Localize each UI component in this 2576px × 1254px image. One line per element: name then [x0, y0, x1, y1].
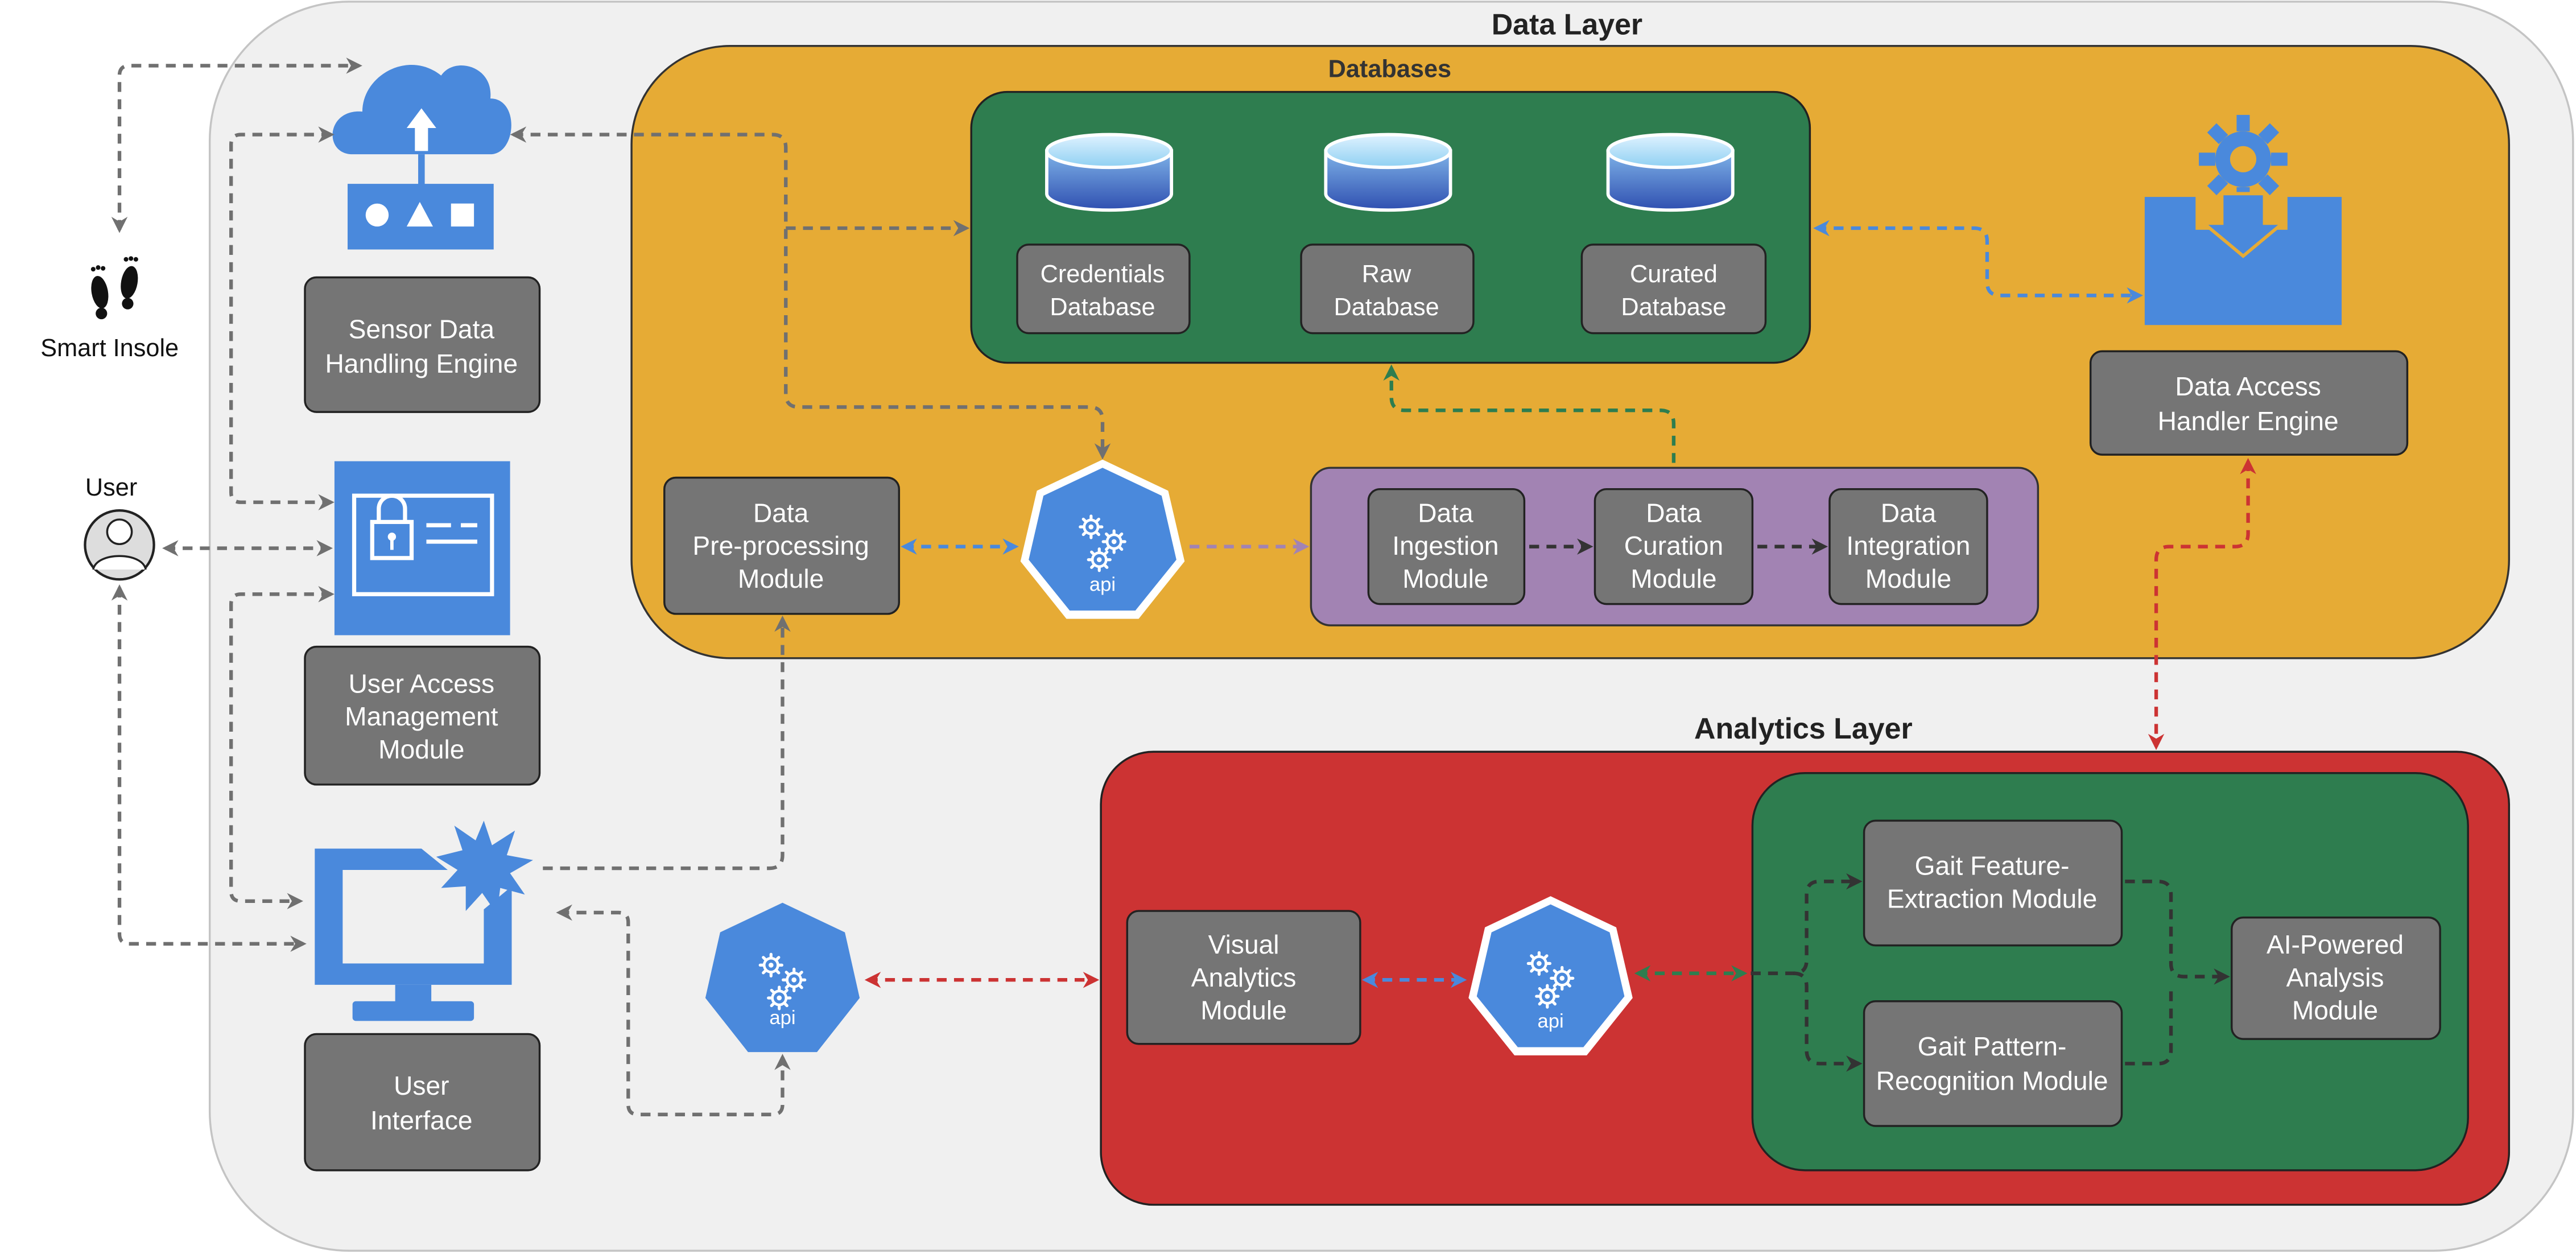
svg-text:api: api [769, 1007, 795, 1029]
sensor-data-handling-engine[interactable]: Sensor Data Handling Engine [304, 276, 541, 413]
database-cylinder-icon [1045, 133, 1174, 212]
svg-text:Data: Data [1418, 498, 1473, 527]
svg-text:Handler Engine: Handler Engine [2158, 406, 2339, 436]
svg-text:Curation: Curation [1624, 531, 1723, 560]
user-interface-module[interactable]: User Interface [304, 1033, 541, 1172]
analytics-layer-title: Analytics Layer [1694, 712, 1913, 745]
user-access-management-module[interactable]: User Access Management Module [304, 645, 541, 786]
connector-feature-ai [2125, 879, 2230, 985]
connector-split-pattern [1793, 971, 1863, 1072]
svg-text:Curated: Curated [1630, 261, 1718, 288]
sensor-device-icon [348, 184, 494, 250]
databases-title: Databases [1328, 56, 1451, 83]
smart-insole-label: Smart Insole [40, 335, 179, 362]
data-curation-module[interactable]: Data Curation Module [1594, 488, 1754, 605]
svg-text:User Access: User Access [349, 669, 494, 698]
svg-text:Data: Data [1881, 498, 1937, 527]
footprints-icon [90, 256, 138, 320]
connector-user-ui [111, 584, 307, 952]
svg-text:Visual: Visual [1208, 930, 1279, 959]
credentials-database[interactable]: Credentials Database [1016, 244, 1191, 335]
ai-powered-analysis-module[interactable]: AI-Powered Analysis Module [2231, 916, 2441, 1040]
svg-text:Module: Module [378, 735, 464, 764]
svg-text:User: User [394, 1071, 449, 1100]
curated-database[interactable]: Curated Database [1580, 244, 1767, 335]
svg-text:Data: Data [753, 498, 809, 527]
data-access-handler-engine[interactable]: Data Access Handler Engine [2089, 350, 2409, 456]
connector-split-feature [1751, 873, 1863, 975]
gait-feature-extraction-module[interactable]: Gait Feature- Extraction Module [1863, 819, 2123, 947]
connector-ui-preprocessing [543, 615, 791, 871]
svg-text:Module: Module [1630, 564, 1716, 593]
svg-text:Module: Module [1402, 564, 1488, 593]
svg-text:Module: Module [738, 564, 824, 593]
svg-text:Interface: Interface [370, 1106, 473, 1135]
svg-text:Raw: Raw [1362, 261, 1411, 288]
svg-text:Gait Feature-: Gait Feature- [1915, 851, 2070, 881]
gait-pattern-recognition-module[interactable]: Gait Pattern- Recognition Module [1863, 1000, 2123, 1127]
monitor-icon [315, 848, 512, 1021]
burst-star-icon [436, 820, 533, 914]
database-cylinder-icon [1324, 133, 1452, 212]
svg-text:Recognition Module: Recognition Module [1876, 1066, 2108, 1096]
svg-text:api: api [1537, 1010, 1563, 1032]
svg-text:Sensor Data: Sensor Data [349, 314, 495, 344]
connector-cloud-api [510, 126, 1111, 460]
svg-text:Analytics: Analytics [1191, 963, 1297, 992]
svg-text:Ingestion: Ingestion [1392, 531, 1498, 560]
svg-text:Module: Module [2292, 995, 2378, 1025]
svg-text:Database: Database [1621, 294, 1726, 321]
svg-text:api: api [1089, 574, 1116, 596]
data-preprocessing-module[interactable]: Data Pre-processing Module [663, 476, 901, 615]
connector-db-access [1813, 220, 2143, 304]
raw-database[interactable]: Raw Database [1300, 244, 1475, 335]
svg-text:Extraction Module: Extraction Module [1887, 884, 2097, 913]
svg-text:Management: Management [345, 702, 498, 731]
svg-text:Data Access: Data Access [2175, 372, 2321, 401]
data-layer-title: Data Layer [1492, 9, 1642, 42]
svg-text:Analysis: Analysis [2286, 963, 2384, 992]
connector-access-analytics [2148, 457, 2256, 750]
connector-insole-cloud [111, 57, 362, 233]
connector-curation-db [1383, 364, 1676, 463]
svg-text:Data: Data [1646, 498, 1702, 527]
svg-text:Module: Module [1865, 564, 1951, 593]
svg-text:Handling Engine: Handling Engine [325, 349, 518, 378]
svg-text:Integration: Integration [1846, 531, 1970, 560]
svg-text:Module: Module [1200, 995, 1286, 1025]
data-access-tray-icon [2144, 114, 2342, 325]
visual-analytics-module[interactable]: Visual Analytics Module [1126, 910, 1361, 1045]
connector-ui-api [556, 904, 791, 1116]
svg-text:Database: Database [1334, 294, 1439, 321]
svg-text:Gait Pattern-: Gait Pattern- [1918, 1032, 2067, 1061]
connector-cloud-loop [229, 126, 335, 511]
svg-text:Pre-processing: Pre-processing [692, 531, 869, 560]
connector-pattern-ai [2125, 989, 2173, 1066]
svg-text:Database: Database [1050, 294, 1155, 321]
data-integration-module[interactable]: Data Integration Module [1828, 488, 1988, 605]
database-cylinder-icon [1606, 133, 1735, 212]
svg-text:Credentials: Credentials [1041, 261, 1165, 288]
api-gateway-icon[interactable]: api [1468, 896, 1633, 1055]
api-gateway-icon[interactable]: api [1020, 459, 1185, 619]
user-avatar-icon[interactable] [84, 509, 155, 581]
cloud-upload-icon [332, 64, 511, 187]
data-ingestion-module[interactable]: Data Ingestion Module [1367, 488, 1526, 605]
lock-card-icon [334, 461, 510, 636]
svg-text:AI-Powered: AI-Powered [2267, 930, 2404, 959]
user-label: User [85, 474, 137, 501]
